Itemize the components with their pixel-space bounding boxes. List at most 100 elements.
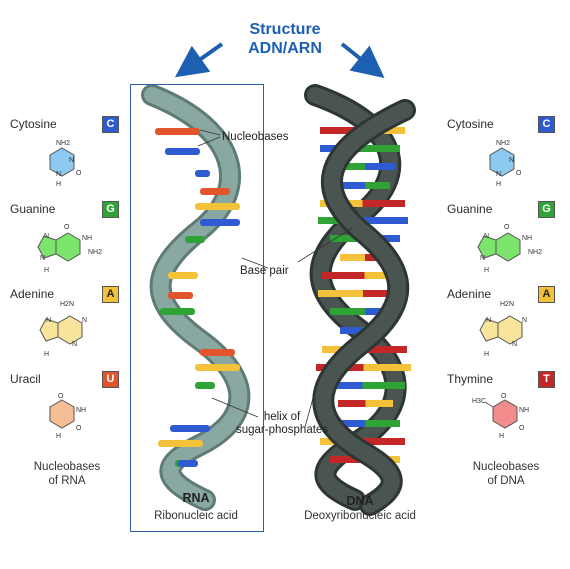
atom-label: H — [44, 351, 49, 358]
rna-nucleobases — [155, 128, 240, 467]
atom-label: H — [44, 267, 49, 274]
left-cytosine-label: Cytosine — [10, 117, 57, 131]
rna-nucleobase — [155, 128, 200, 135]
dna-nucleobase — [330, 420, 365, 427]
dna-nucleobase — [365, 400, 393, 407]
atom-label: O — [516, 170, 522, 177]
rna-nucleobase — [185, 236, 205, 243]
rna-frame — [130, 84, 264, 532]
rna-nucleobase — [200, 219, 240, 226]
right-adenine-label: Adenine — [447, 287, 492, 301]
left-uracil-label: Uracil — [10, 372, 41, 386]
atom-label: O — [76, 170, 82, 177]
atom-label: H2N — [500, 301, 514, 308]
rna-nucleobase — [200, 188, 230, 195]
dna-nucleobase — [322, 272, 365, 279]
rna-title: RNA — [182, 491, 210, 505]
left-guanine-badge: G — [102, 201, 119, 218]
page-title: Structure ADN/ARN — [200, 20, 370, 58]
nucleobases-annotation: Nucleobases — [222, 131, 289, 143]
dna-nucleobase — [362, 200, 405, 207]
helix-annotation: helix of sugar-phosphates — [236, 411, 328, 437]
atom-label: H — [484, 267, 489, 274]
right-arrow-icon — [340, 42, 385, 78]
right-thymine-label: Thymine — [447, 372, 494, 386]
thymine-molecule-right — [484, 399, 518, 429]
left-caption-line-1: Nucleobases — [33, 461, 101, 473]
dna-nucleobase — [320, 382, 363, 389]
atom-label: NH — [82, 235, 92, 242]
title-line-1: Structure — [249, 21, 321, 38]
atom-label: N — [486, 317, 491, 324]
dna-nucleobase — [330, 235, 365, 242]
left-cytosine-badge: C — [102, 116, 119, 133]
atom-label: NH2 — [88, 249, 102, 256]
atom-label: N — [509, 157, 514, 164]
dna-nucleobase — [335, 163, 365, 170]
dna-nucleobase — [363, 364, 411, 371]
dna-nucleobase — [338, 400, 366, 407]
dna-nucleobase — [318, 290, 363, 297]
atom-label: NH2 — [528, 249, 542, 256]
dna-nucleobase — [362, 438, 405, 445]
atom-label: N — [72, 341, 77, 348]
title-line-2: ADN/ARN — [248, 40, 322, 57]
dna-nucleobase — [365, 182, 390, 189]
rna-nucleobase — [195, 170, 210, 177]
rna-nucleobase — [168, 272, 198, 279]
left-guanine-label: Guanine — [10, 202, 56, 216]
rna-helix — [141, 84, 251, 511]
left-adenine-badge: A — [102, 286, 119, 303]
dna-nucleobase — [340, 327, 363, 334]
rna-nucleobase — [158, 440, 203, 447]
dna-nucleobase — [363, 217, 408, 224]
atom-label: O — [76, 425, 82, 432]
atom-label: N — [69, 157, 74, 164]
left-caption: Nucleobases of RNA — [22, 460, 112, 488]
right-caption-line-1: Nucleobases — [472, 461, 540, 473]
atom-label: N — [512, 341, 517, 348]
atom-label: NH — [76, 407, 86, 414]
helix-annotation-line-1: helix of — [263, 411, 301, 423]
rna-nucleobase — [195, 203, 240, 210]
rna-nucleobase — [195, 364, 240, 371]
right-adenine-badge: A — [538, 286, 555, 303]
dna-nucleobase — [330, 308, 365, 315]
right-thymine-badge: T — [538, 371, 555, 388]
left-arrow-icon — [174, 42, 224, 78]
dna-nucleobase — [365, 420, 400, 427]
guanine-molecule-left — [37, 232, 81, 262]
dna-nucleobase — [330, 456, 365, 463]
dna-nucleobase — [364, 346, 407, 353]
atom-label: NH — [522, 235, 532, 242]
dna-nucleobase — [340, 254, 365, 261]
atom-label: N — [56, 171, 61, 178]
rna-nucleobase — [165, 148, 200, 155]
atom-label: NH2 — [56, 140, 70, 147]
rna-nucleobase — [168, 292, 193, 299]
atom-label: H3C — [472, 398, 486, 405]
dna-nucleobase — [360, 145, 400, 152]
atom-label: O — [64, 224, 70, 231]
atom-label: H — [499, 433, 504, 440]
rna-nucleobase — [170, 425, 210, 432]
cytosine-molecule-left — [49, 147, 75, 177]
dna-nucleobase — [320, 127, 363, 134]
left-caption-line-2: of RNA — [48, 475, 86, 487]
right-guanine-label: Guanine — [447, 202, 493, 216]
atom-label: H — [56, 181, 61, 188]
atom-label: H — [484, 351, 489, 358]
left-uracil-badge: U — [102, 371, 119, 388]
atom-label: O — [501, 393, 507, 400]
atom-label: O — [519, 425, 525, 432]
atom-label: H — [496, 181, 501, 188]
dna-nucleobase — [363, 290, 408, 297]
adenine-molecule-right — [479, 315, 523, 345]
left-adenine-label: Adenine — [10, 287, 55, 301]
atom-label: N — [44, 233, 49, 240]
atom-label: O — [504, 224, 510, 231]
rna-subtitle: Ribonucleic acid — [154, 510, 238, 522]
atom-label: N — [82, 317, 87, 324]
dna-subtitle: Deoxyribonucleic acid — [304, 510, 416, 522]
